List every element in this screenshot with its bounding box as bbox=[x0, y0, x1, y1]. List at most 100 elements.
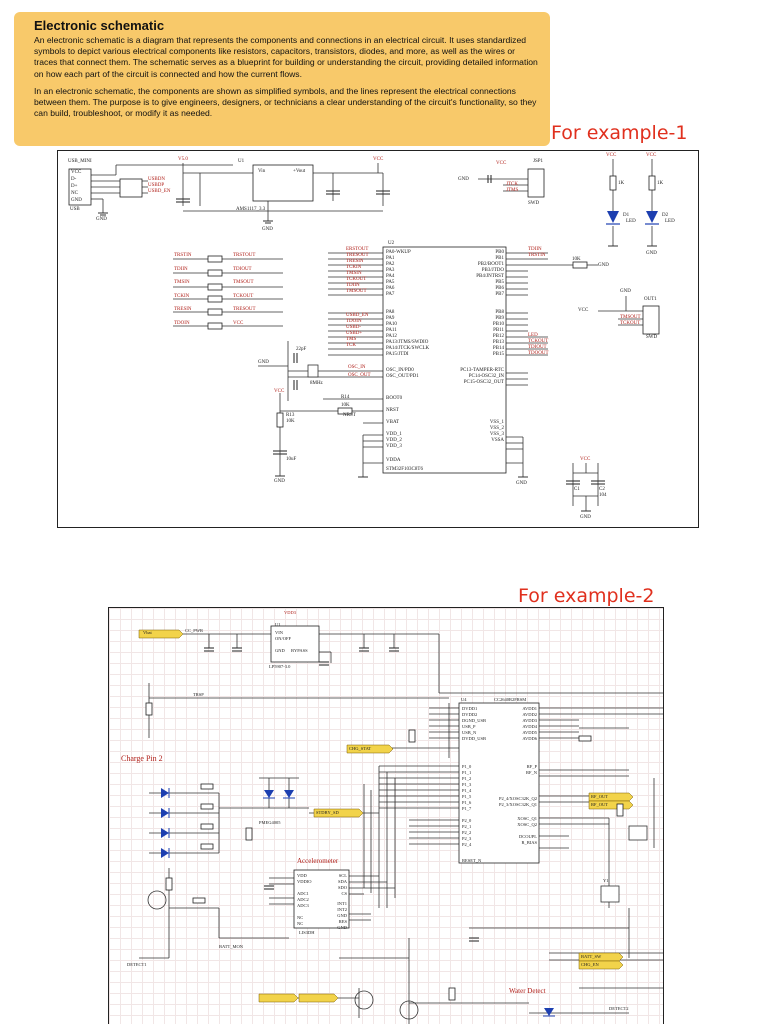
led1-res: 1K bbox=[618, 181, 625, 186]
mcu-pin-label: PB4/JNTRST bbox=[476, 274, 504, 279]
intro-paragraph-1: An electronic schematic is a diagram tha… bbox=[34, 35, 538, 79]
cc-pwr-net: CC_PWR bbox=[185, 628, 204, 633]
mcu-pin-label: PA9 bbox=[386, 316, 395, 321]
reg2-pin-vin: VIN bbox=[275, 630, 283, 635]
vcc-net-reset: VCC bbox=[274, 389, 285, 394]
res-gnd: GND bbox=[598, 263, 609, 268]
net-rf-out-2: RF_OUT bbox=[591, 802, 609, 807]
mcu-pin-label: PB3/JTDO bbox=[481, 268, 504, 273]
mcu2-pin-label: P2_1 bbox=[462, 824, 472, 829]
mcu-pin-label: PA5 bbox=[386, 280, 395, 285]
accel-pin-label: ADC1 bbox=[297, 891, 309, 896]
mcu-pin-label: PA6 bbox=[386, 286, 395, 291]
mcu-pin-label: PB14 bbox=[492, 346, 504, 351]
signal-net-label: TDOIN bbox=[174, 320, 190, 326]
cap-c1: C1 bbox=[574, 487, 580, 492]
mcu-net-label: TDOOUT bbox=[528, 351, 549, 356]
mcu-pin-label: VDDA bbox=[386, 458, 401, 463]
accel-pin-label: GND bbox=[337, 913, 347, 918]
mcu-part: STM32F103C8T6 bbox=[386, 467, 423, 472]
net-detect2: DETECT2 bbox=[609, 1006, 629, 1011]
usb-net-dn: USBDN bbox=[148, 177, 165, 182]
led2-ref: D2 bbox=[662, 213, 669, 218]
mcu-net-label: TDOIN bbox=[346, 319, 362, 324]
mcu2-pin-label: P1_7 bbox=[462, 806, 472, 811]
swd-vcc: VCC bbox=[496, 161, 507, 166]
led2-vcc: VCC bbox=[646, 153, 657, 158]
accel-pin-label: NC bbox=[297, 915, 304, 920]
usb-pin-vcc: VCC bbox=[71, 170, 82, 175]
mcu-net-label: USBD- bbox=[346, 325, 362, 330]
regulator-ref: U1 bbox=[238, 159, 245, 164]
accel-pin-label: SDO bbox=[337, 885, 347, 890]
mcu2-pin-label: R_BIAS bbox=[521, 840, 537, 845]
accel-pin-label: VDDIO bbox=[297, 879, 312, 884]
mcu-pin-label: PB7 bbox=[495, 292, 504, 297]
net-batt-sw: BATT_SW bbox=[581, 954, 602, 959]
signal-net-label: VCC bbox=[233, 320, 244, 326]
accel-pin-label: CS bbox=[341, 891, 347, 896]
mcu2-pin-label: AVDD5 bbox=[522, 730, 537, 735]
net-detect1: DETECT1 bbox=[127, 962, 147, 967]
out-label: SWD bbox=[646, 335, 658, 340]
out-net-tms: TMSOUT bbox=[620, 315, 641, 320]
out-ref: OUT1 bbox=[644, 297, 657, 302]
mcu-pin-label: PA15/JTDI bbox=[386, 352, 409, 357]
mcu2-pin-label: P1_1 bbox=[462, 770, 472, 775]
mcu-pin-label: PC14-OSC32_IN bbox=[468, 374, 504, 379]
mcu-pin-label: VDD_2 bbox=[386, 438, 402, 443]
mcu-pin-label: VSS_2 bbox=[489, 426, 504, 431]
signal-net-label: TDIIN bbox=[174, 266, 188, 272]
mcu-pin-label: VSS_3 bbox=[489, 432, 504, 437]
mcu-pin-label: NRST bbox=[386, 408, 399, 413]
led2-label: LED bbox=[665, 219, 675, 224]
trsp-net: TRSP bbox=[193, 692, 204, 697]
accel-pin-label: INT2 bbox=[337, 907, 347, 912]
res-10k-c: 10K bbox=[572, 257, 581, 262]
mcu-net-label: LED bbox=[528, 333, 538, 338]
osc-in-net: OSC_IN bbox=[348, 365, 366, 370]
reg2-pin-onoff: ON/OFF bbox=[275, 636, 292, 641]
usb-ref: USB bbox=[70, 207, 80, 212]
mcu2-pin-label: AVDD2 bbox=[522, 712, 537, 717]
mcu-pin-label: PB6 bbox=[495, 286, 504, 291]
mcu-pin-label: PC15-OSC32_OUT bbox=[463, 380, 504, 385]
mcu-pin-label: PA0-WKUP bbox=[386, 250, 411, 255]
mcu-net-label: ERSTOUT bbox=[346, 247, 369, 252]
charge-pin-label: Charge Pin 2 bbox=[121, 754, 163, 763]
accel-pin-label: VDD bbox=[297, 873, 307, 878]
cap-104: 104 bbox=[599, 493, 607, 498]
mcu-net-label: TCKIN bbox=[346, 265, 362, 270]
signal-net-label: TMSOUT bbox=[233, 280, 254, 285]
accelerometer-label: Accelerometer bbox=[297, 857, 339, 865]
bottom-vcc: VCC bbox=[580, 457, 591, 462]
signal-net-label: TMSIN bbox=[174, 280, 190, 285]
mcu2-pin-label: RF_P bbox=[526, 764, 537, 769]
mcu2-pin-label: RESET_N bbox=[462, 858, 482, 863]
regulator-vin: Vin bbox=[258, 169, 266, 174]
mcu-pin-label: PB8 bbox=[495, 310, 504, 315]
mcu2-pin-label: XOSC_Q1 bbox=[517, 816, 537, 821]
mcu2-pin-label: P1_5 bbox=[462, 794, 472, 799]
mcu-net-label: TCKOUT bbox=[346, 277, 367, 282]
battery-ref: BATT_MON bbox=[219, 944, 244, 949]
net-chg-en: CHG_EN bbox=[581, 962, 599, 967]
mcu-net-label: TMSIN bbox=[346, 271, 362, 276]
mcu-net-label: USBD+ bbox=[346, 331, 363, 336]
crystal-ref: Y1 bbox=[603, 878, 609, 883]
usb-pin-dminus: D- bbox=[71, 177, 77, 182]
mcu2-pin-label: P1_3 bbox=[462, 782, 472, 787]
mcu2-pin-label: DGND_USB bbox=[462, 718, 487, 723]
accel-pin-label: SCL bbox=[338, 873, 347, 878]
intro-box: Electronic schematic An electronic schem… bbox=[14, 12, 550, 146]
mcu-pin-label: PB10 bbox=[492, 322, 504, 327]
example-2-caption: For example-2 bbox=[518, 585, 655, 607]
regulator-vout: +Vout bbox=[293, 169, 306, 174]
mcu-net-label: TCK bbox=[346, 343, 356, 348]
mcu-pin-label: PB5 bbox=[495, 280, 504, 285]
mcu-net-label: TMSOUT bbox=[346, 289, 367, 294]
accel-pin-label: NC bbox=[297, 921, 304, 926]
mcu2-pin-label: P2_3 bbox=[462, 836, 472, 841]
mcu-pin-label: PA11 bbox=[386, 328, 397, 333]
signal-net-label: TCKIN bbox=[174, 293, 190, 299]
